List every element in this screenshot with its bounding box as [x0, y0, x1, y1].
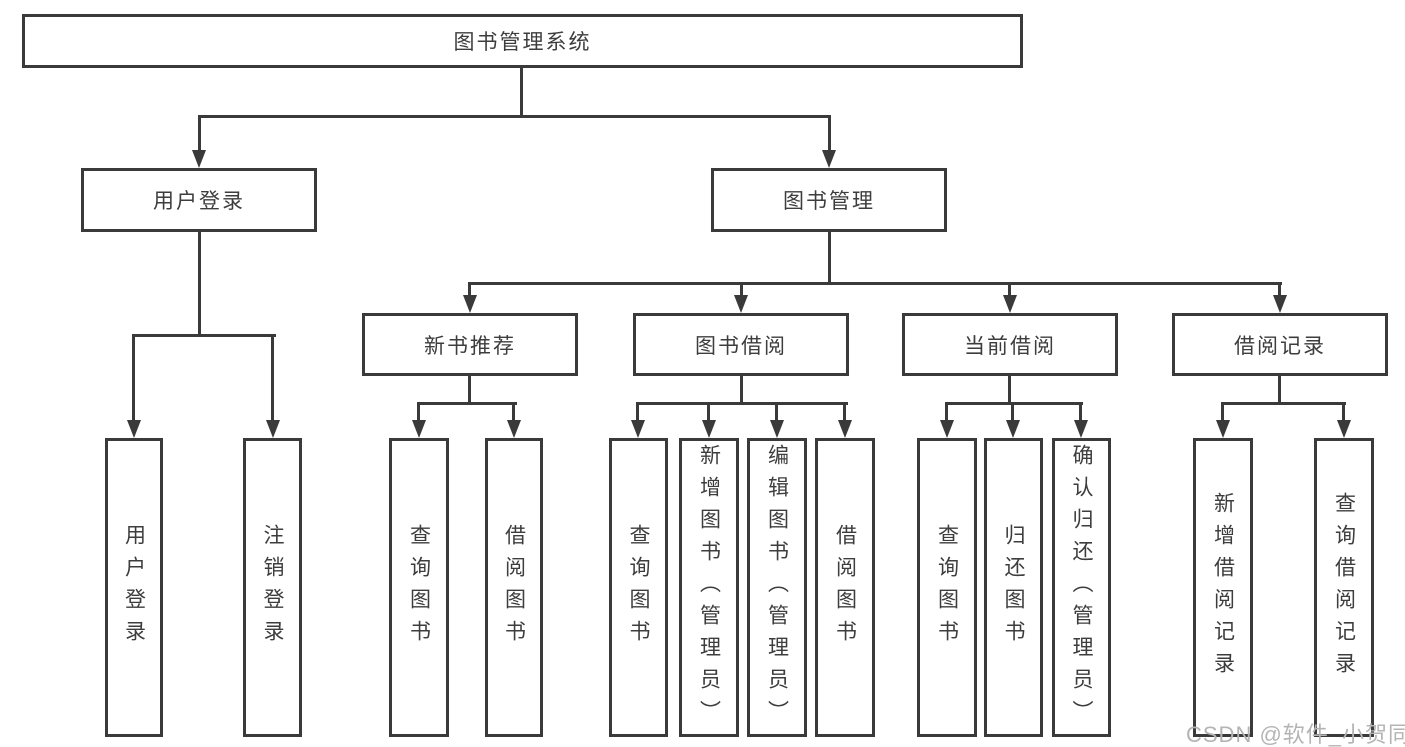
connector-book-borrow-junction [636, 402, 848, 405]
connector-stub-leaf [636, 402, 639, 422]
connector-stub-leaf [707, 402, 710, 422]
connector-stub-leaf [843, 402, 846, 422]
connector-stub-login-leaf [132, 334, 135, 422]
connector-stub-logout-leaf [271, 334, 274, 422]
node-book-borrow: 图书借阅 [633, 313, 849, 376]
leaf-logout: 注销登录 [243, 438, 302, 737]
connector-new-books-junction [417, 402, 517, 405]
connector-borrow-records-junction [1221, 402, 1346, 405]
arrowhead-to-borrow-records [1273, 295, 1287, 313]
leaf-query-books-recommend: 查询图书 [389, 438, 449, 737]
connector-stub-leaf [1079, 402, 1082, 422]
arrowhead-to-book-management [822, 150, 836, 168]
leaf-label: 确认归还（管理员） [1070, 443, 1093, 732]
node-user-login: 用户登录 [81, 168, 317, 232]
leaf-label: 新增图书（管理员） [697, 443, 721, 732]
leaf-confirm-return-admin: 确认归还（管理员） [1052, 438, 1111, 737]
connector-stub-book-borrow [740, 282, 743, 298]
leaf-borrow-books: 借阅图书 [815, 438, 875, 737]
connector-book-mgmt-drop [828, 232, 831, 284]
connector-stub-leaf [1011, 402, 1014, 422]
arrowhead-to-leaf [1337, 420, 1351, 438]
leaf-label: 编辑图书（管理员） [765, 443, 789, 732]
arrowhead-to-book-borrow [734, 295, 748, 313]
connector-level3-junction [468, 282, 1282, 285]
connector-stub-borrow-records [1278, 282, 1281, 298]
arrowhead-to-leaf [838, 420, 852, 438]
leaf-borrow-books-recommend: 借阅图书 [485, 438, 543, 737]
node-book-management: 图书管理 [711, 168, 947, 232]
arrowhead-to-leaf [940, 420, 954, 438]
leaf-label: 新增借阅记录 [1211, 491, 1235, 684]
arrowhead-to-leaf [702, 420, 716, 438]
leaf-label: 查询借阅记录 [1332, 491, 1356, 684]
arrowhead-to-leaf [770, 420, 784, 438]
leaf-edit-book-admin: 编辑图书（管理员） [747, 438, 807, 737]
leaf-query-borrow-record: 查询借阅记录 [1314, 438, 1374, 737]
leaf-label: 注销登录 [261, 523, 284, 652]
connector-stub-leaf [512, 402, 515, 422]
leaf-add-book-admin: 新增图书（管理员） [679, 438, 739, 737]
connector-stub-leaf [1342, 402, 1345, 422]
node-root-library-system: 图书管理系统 [22, 14, 1023, 68]
connector-stub-book-management [828, 115, 831, 151]
leaf-label: 查询图书 [407, 523, 431, 652]
connector-user-login-drop [198, 232, 201, 335]
leaf-label: 查询图书 [935, 523, 959, 652]
node-borrow-records: 借阅记录 [1172, 313, 1388, 376]
arrowhead-to-leaf [412, 420, 426, 438]
leaf-label: 用户登录 [122, 523, 146, 652]
arrowhead-to-leaf [1006, 420, 1020, 438]
arrowhead-to-leaf [507, 420, 521, 438]
arrowhead-to-leaf [1216, 420, 1230, 438]
leaf-label: 归还图书 [1002, 523, 1025, 652]
connector-stub-leaf [1221, 402, 1224, 422]
arrowhead-to-user-login [192, 150, 206, 168]
arrowhead-to-new-books [463, 295, 477, 313]
leaf-add-borrow-record: 新增借阅记录 [1193, 438, 1253, 737]
leaf-return-book: 归还图书 [984, 438, 1043, 737]
arrowhead-to-logout-leaf [266, 420, 280, 438]
leaf-label: 借阅图书 [502, 523, 526, 652]
leaf-query-books-current: 查询图书 [917, 438, 977, 737]
leaf-label: 借阅图书 [833, 523, 857, 652]
connector-stub-leaf [775, 402, 778, 422]
connector-borrow-records-drop [1278, 376, 1281, 404]
arrowhead-to-leaf [1074, 420, 1088, 438]
arrowhead-to-leaf [631, 420, 645, 438]
connector-stub-leaf [945, 402, 948, 422]
connector-level2-junction [198, 115, 831, 118]
connector-stub-current-borrow [1008, 282, 1011, 298]
arrowhead-to-current-borrow [1003, 295, 1017, 313]
connector-root-drop [520, 68, 523, 117]
connector-current-borrow-drop [1008, 376, 1011, 404]
node-current-borrow: 当前借阅 [902, 313, 1118, 376]
arrowhead-to-login-leaf [127, 420, 141, 438]
csdn-watermark: CSDN @软件_小贺同学 [1186, 722, 1405, 747]
connector-new-books-drop [468, 376, 471, 404]
connector-user-login-junction [132, 334, 276, 337]
connector-book-borrow-drop [740, 376, 743, 404]
node-new-book-recommend: 新书推荐 [362, 313, 578, 376]
leaf-label: 查询图书 [627, 523, 650, 652]
leaf-query-books-borrow: 查询图书 [609, 438, 668, 737]
connector-stub-new-books [468, 282, 471, 298]
leaf-user-login: 用户登录 [105, 438, 163, 737]
connector-current-borrow-junction [945, 402, 1083, 405]
connector-stub-leaf [417, 402, 420, 422]
connector-stub-user-login [198, 115, 201, 151]
